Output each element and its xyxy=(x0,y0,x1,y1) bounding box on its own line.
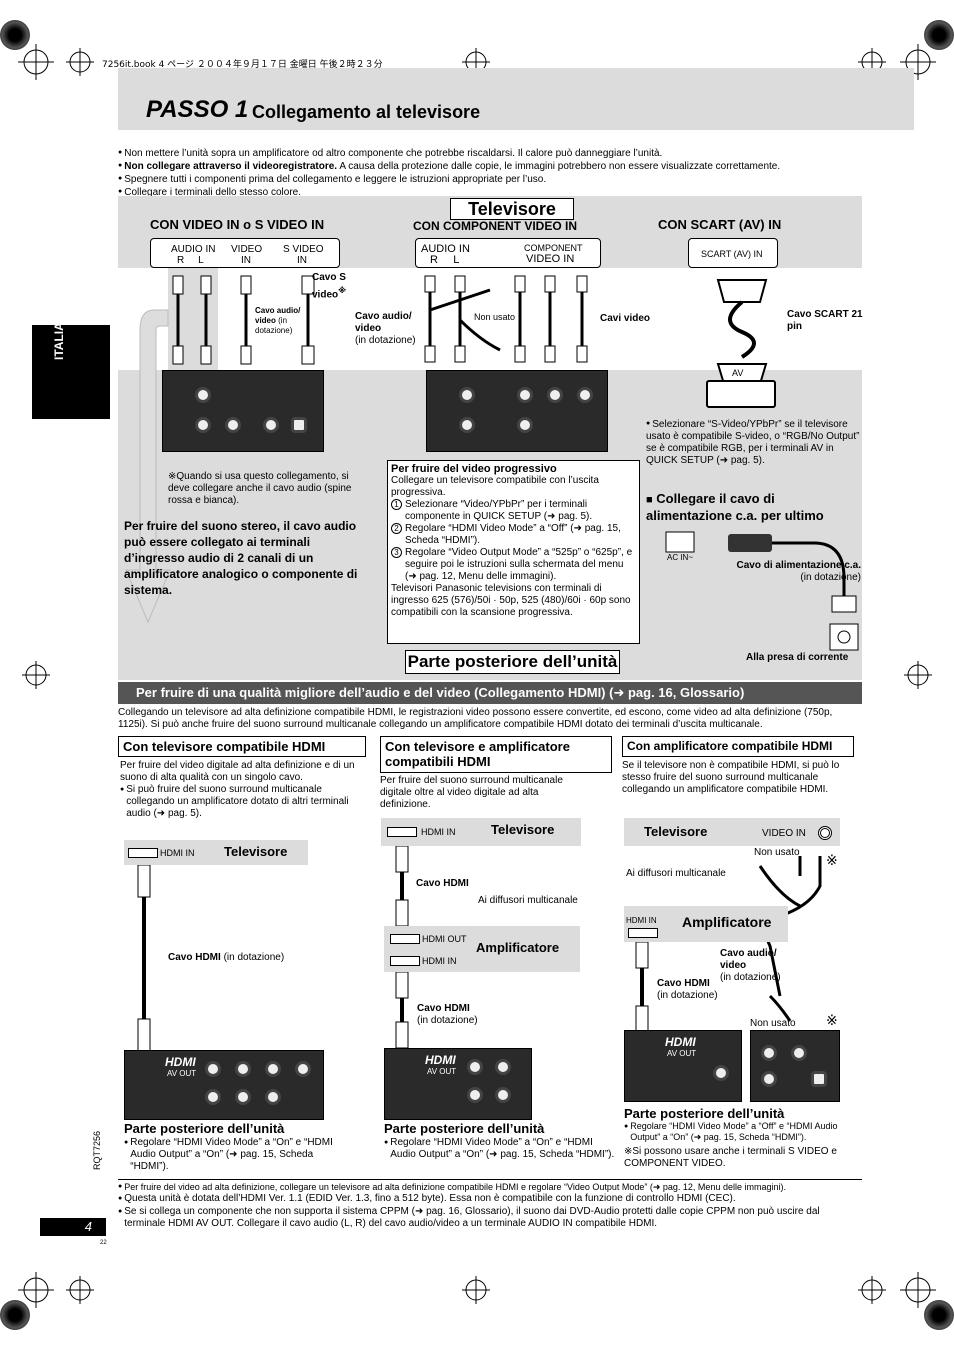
col3-amp-box: HDMI IN Amplificatore xyxy=(624,906,788,942)
intro-notes: Non mettere l’unità sopra un amplificato… xyxy=(118,147,918,199)
col3-rear-panel: HDMI AV OUT xyxy=(624,1030,742,1102)
rear-panel-2 xyxy=(426,370,608,452)
col3-mark-2: ※ xyxy=(826,1012,838,1028)
col2-cable1-label: Cavo HDMI xyxy=(416,878,469,889)
label-cavo-av: Cavo audio/ video(in dotazione) xyxy=(355,311,416,346)
intro-bullet-bold: Non collegare attraverso il videoregistr… xyxy=(118,160,918,173)
col3-rear-panel-2 xyxy=(750,1030,840,1102)
video-cables-icon xyxy=(172,275,315,365)
col3-text: Se il televisore non è compatibile HDMI,… xyxy=(622,760,840,795)
col1-hdmi-cable-icon xyxy=(137,865,151,1052)
col2-speakers-label: Ai diffusori multicanale xyxy=(478,895,578,906)
footer-notes: Per fruire del video ad alta definizione… xyxy=(118,1181,862,1230)
col3-non-usato: Non usato xyxy=(754,847,800,858)
label-non-usato: Non usato xyxy=(474,312,516,322)
power-head: ■ Collegare il cavo di alimentazione c.a… xyxy=(646,491,824,523)
col1-tv-box: HDMI IN Televisore xyxy=(124,840,308,865)
language-tab-label: ITALIANO xyxy=(52,304,66,360)
col2-tv-box: HDMI IN Televisore xyxy=(381,818,581,846)
col3-rear-label: Parte posteriore dell’unità xyxy=(624,1106,785,1121)
intro-bullet: Non mettere l’unità sopra un amplificato… xyxy=(118,147,918,160)
col3-non-usato-2: Non usato xyxy=(750,1018,796,1029)
col3-rear-note: ※Si possono usare anche i terminali S VI… xyxy=(624,1146,837,1169)
label-cavo-scart: Cavo SCART 21 pin xyxy=(787,309,863,332)
corner-mark xyxy=(924,20,954,50)
rear-unit-label: Parte posteriore dell’unità xyxy=(405,650,620,674)
col3-head: Con amplificatore compatibile HDMI xyxy=(622,736,854,757)
col2-rear-bullet: Regolare “HDMI Video Mode” a “On” e “HDM… xyxy=(384,1137,620,1161)
footer-rule xyxy=(118,1179,862,1180)
note-star: ※Quando si usa questo collegamento, si d… xyxy=(168,471,352,506)
label-cavi-video: Cavi video xyxy=(600,313,651,324)
col2-amp-box: HDMI OUT HDMI IN Amplificatore xyxy=(384,926,580,972)
intro-bullet: Collegare i terminali dello stesso color… xyxy=(118,186,918,199)
col1-rear-label: Parte posteriore dell’unità xyxy=(124,1121,285,1136)
doc-code: RQT7256 xyxy=(92,1130,102,1170)
tv-section-title: Televisore xyxy=(450,198,574,220)
col2-cable2-label: Cavo HDMI(in dotazione) xyxy=(417,1003,478,1026)
col1-rear-bullet: Regolare “HDMI Video Mode” a “On” e “HDM… xyxy=(124,1137,334,1173)
col3-hdmi-cable-icon xyxy=(635,942,649,1033)
hdmi-intro: Collegando un televisore ad alta definiz… xyxy=(118,707,833,730)
col-component-head: CON COMPONENT VIDEO IN xyxy=(413,219,578,233)
outlet-label: Alla presa di corrente xyxy=(746,652,849,663)
corner-mark xyxy=(0,1300,30,1330)
page-number: 4 xyxy=(40,1218,106,1236)
header-bar xyxy=(118,68,914,130)
col-scart-head: CON SCART (AV) IN xyxy=(658,217,782,232)
language-tab xyxy=(32,325,110,419)
corner-mark xyxy=(0,20,30,50)
col2-rear-label: Parte posteriore dell’unità xyxy=(384,1121,545,1136)
col1-text: Per fruire del video digitale ad alta de… xyxy=(120,760,365,820)
col3-speakers: Ai diffusori multicanale xyxy=(626,868,726,879)
scart-note: Selezionare “S-Video/YPbPr” se il televi… xyxy=(646,418,862,467)
col3-mark: ※ xyxy=(826,852,838,868)
page-title: Collegamento al televisore xyxy=(252,102,481,122)
col3-av-cable-label: Cavo audio/ video(in dotazione) xyxy=(720,948,781,983)
col1-cable-label: Cavo HDMI (in dotazione) xyxy=(168,952,285,963)
progressive-box: Per fruire del video progressivo Collega… xyxy=(387,460,640,644)
tv2-terminal-box: AUDIO IN R L COMPONENT VIDEO IN xyxy=(415,238,601,268)
power-cable-label: Cavo di alimentazione c.a.(in dotazione) xyxy=(736,560,861,583)
col2-text: Per fruire del suono surround multicanal… xyxy=(380,775,563,810)
power-cord-icon xyxy=(665,531,859,651)
small-number: 22 xyxy=(100,1240,107,1246)
corner-mark xyxy=(924,1300,954,1330)
scart-socket xyxy=(706,380,776,408)
col3-rear-bullet: Regolare “HDMI Video Mode” a “Off” e “HD… xyxy=(624,1121,862,1143)
down-arrow-icon xyxy=(125,309,171,624)
file-info-line: 7256it.book 4 ページ ２００４年９月１７日 金曜日 午後２時２３分 xyxy=(102,60,383,70)
col3-hdmi-cable-label: Cavo HDMI(in dotazione) xyxy=(657,978,718,1001)
col2-hdmi-cable-icon xyxy=(395,846,409,926)
label-av: AV xyxy=(732,368,744,378)
col3-av-cable-icon xyxy=(758,856,822,1022)
col2-hdmi-cable2-icon xyxy=(395,972,409,1049)
col1-head: Con televisore compatibile HDMI xyxy=(118,736,366,757)
tv1-terminal-box: AUDIO IN R L VIDEO IN S VIDEO IN xyxy=(150,238,340,268)
stereo-note: Per fruire del suono stereo, il cavo aud… xyxy=(124,519,358,597)
label-cavo-av-small: Cavo audio/ video (in dotazione) xyxy=(255,306,301,335)
hdmi-banner: Per fruire di una qualità migliore dell’… xyxy=(118,682,862,704)
rear-panel-1 xyxy=(162,370,324,452)
col1-rear-panel: HDMI AV OUT xyxy=(124,1050,324,1120)
col2-head: Con televisore e amplificatore compatibi… xyxy=(380,736,612,773)
col3-tv-box: Televisore VIDEO IN xyxy=(624,818,840,846)
tv3-terminal-box: SCART (AV) IN xyxy=(688,238,778,268)
component-cables-icon xyxy=(424,275,588,363)
intro-bullet: Spegnere tutti i componenti prima del co… xyxy=(118,173,918,186)
col2-rear-panel: HDMI AV OUT xyxy=(384,1048,532,1120)
page-title-passo: PASSO 1 xyxy=(146,96,249,123)
ac-in-label: AC IN~ xyxy=(667,553,694,562)
col-video-in-head: CON VIDEO IN o S VIDEO IN xyxy=(150,217,325,232)
label-cavo-svideo: Cavo S video※ xyxy=(312,272,347,301)
